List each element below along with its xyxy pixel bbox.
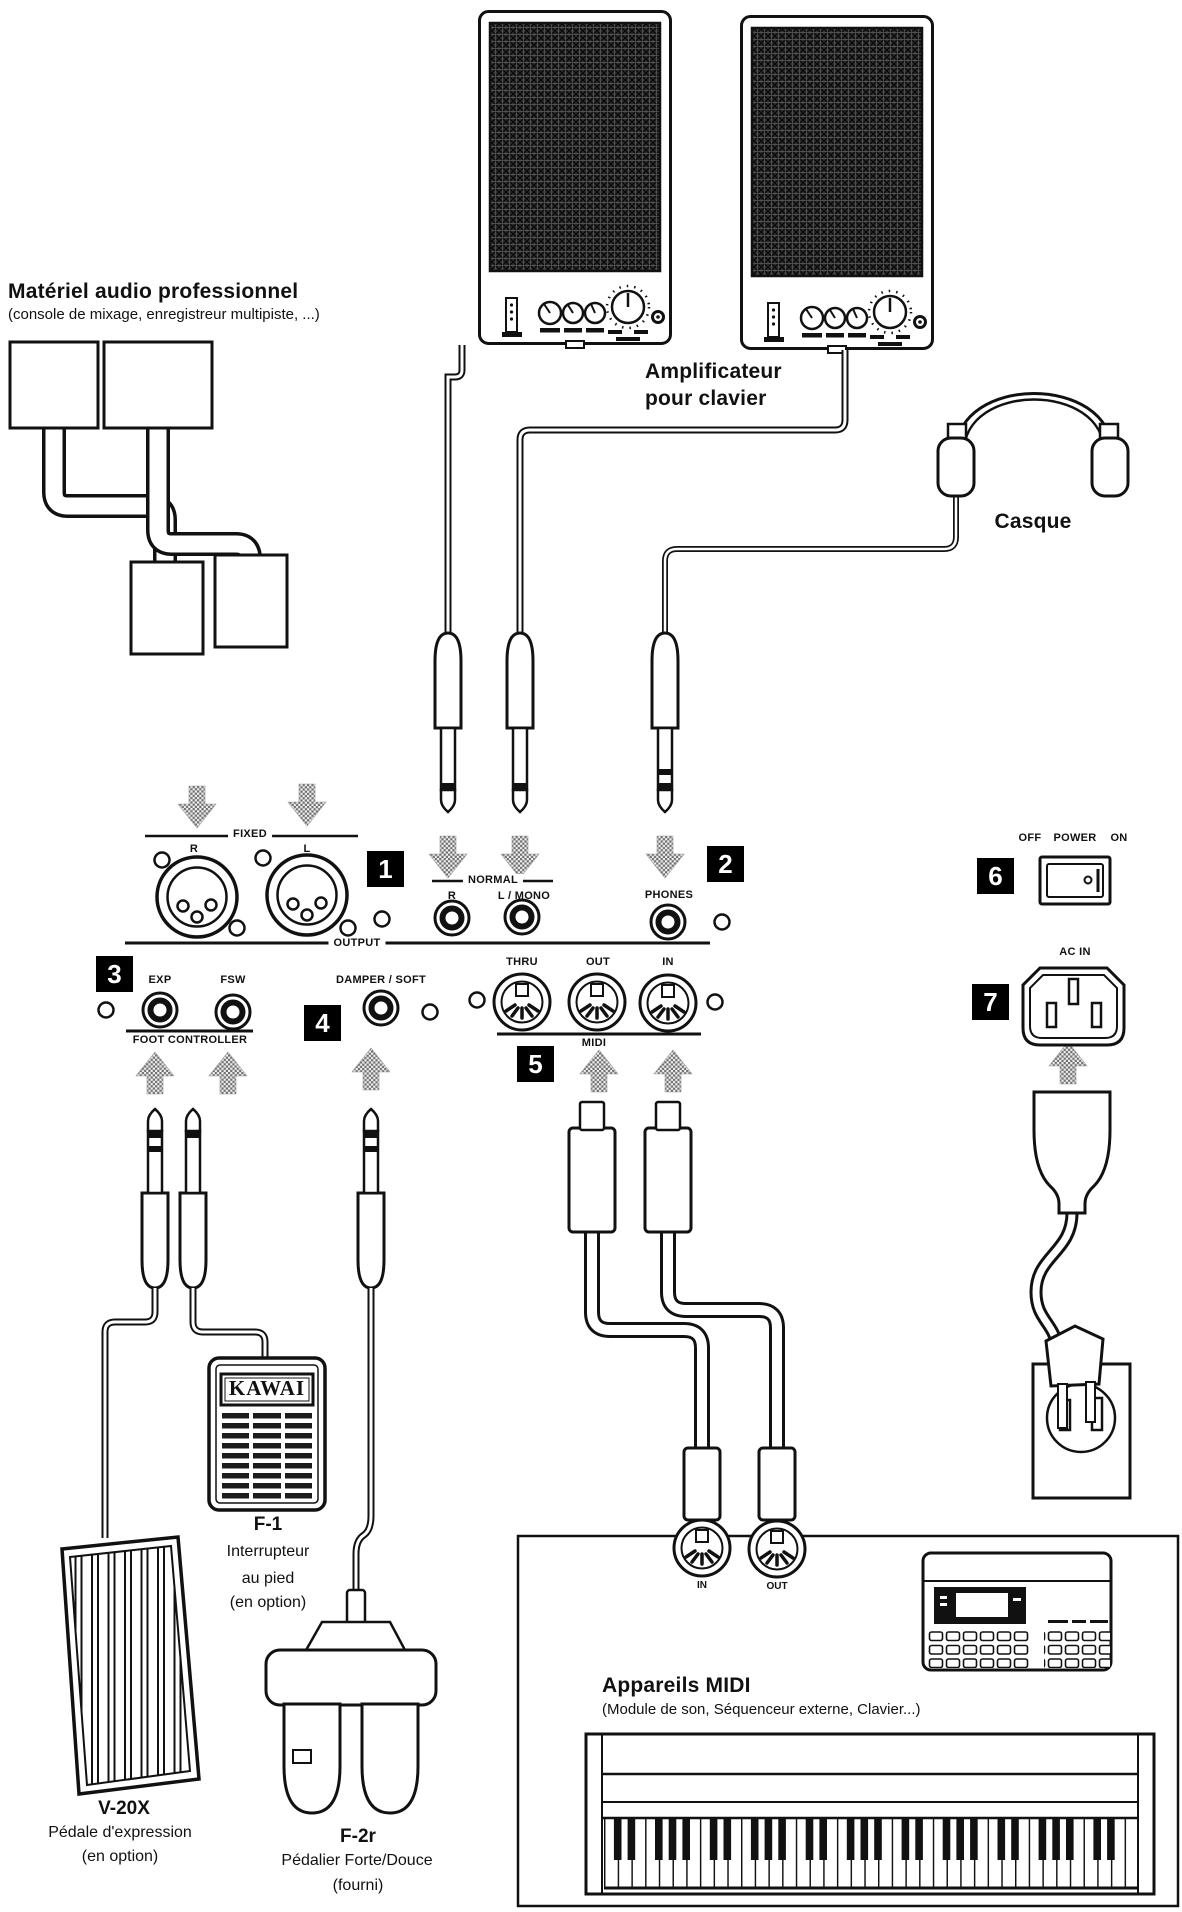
damper-soft-jack [364, 991, 398, 1025]
f2r-desc-label: Pédalier Forte/Douce [281, 1852, 433, 1869]
callout-5: 5 [517, 1046, 554, 1082]
fixed-l-label: L [303, 843, 311, 855]
black-keys [613, 1818, 1115, 1860]
normal-r-label: R [447, 890, 457, 902]
midi-in-socket [638, 973, 698, 1033]
fixed-group-label: FIXED [228, 828, 272, 840]
midi-out-label: OUT [585, 956, 611, 968]
midi-in-label: IN [662, 956, 674, 968]
phones-stereo-plug [652, 633, 678, 812]
foot-controller-label: FOOT CONTROLLER [132, 1034, 248, 1046]
fixed-r-xlr-jack [155, 855, 239, 939]
midi-thru-label: THRU [506, 956, 538, 968]
exp-plug [142, 1109, 168, 1288]
damper-soft-label: DAMPER / SOFT [335, 974, 427, 986]
f1-desc1-label: Interrupteur [226, 1543, 310, 1560]
amplifier-label-line2: pour clavier [645, 387, 767, 410]
speaker-left [478, 10, 672, 350]
output-label: OUTPUT [328, 937, 386, 949]
fsw-label: FSW [220, 974, 246, 986]
amplifier-label-line1: Amplificateur [645, 360, 782, 383]
phones-jack [651, 905, 685, 939]
power-label: POWER [1053, 832, 1097, 844]
kawai-logo: KAWAI [228, 1376, 306, 1400]
midi-devices-title: Appareils MIDI [602, 1674, 751, 1697]
power-cord-drawing [1029, 1090, 1132, 1500]
pro-audio-subtitle: (console de mixage, enregistreur multipi… [8, 306, 320, 323]
connection-arrows [135, 783, 1088, 1095]
midi-cables-drawing [567, 1100, 807, 1579]
fsw-jack [216, 995, 250, 1029]
power-switch-drawing [1038, 855, 1112, 906]
midi-cable-out-label: OUT [766, 1581, 788, 1592]
midi-cable-out-face [747, 1519, 807, 1579]
normal-lmono-plug [505, 631, 535, 814]
f1-note-label: (en option) [229, 1594, 307, 1611]
keyboard-drawing [584, 1732, 1156, 1896]
f2r-note-label: (fourni) [332, 1877, 384, 1894]
v20x-note-label: (en option) [81, 1848, 159, 1865]
v20x-desc-label: Pédale d'expression [48, 1824, 192, 1841]
pro-audio-title: Matériel audio professionnel [8, 280, 299, 303]
midi-module-drawing [921, 1551, 1113, 1672]
power-off-label: OFF [1018, 832, 1042, 844]
normal-r-plug [433, 631, 463, 814]
normal-lmono-label: L / MONO [497, 890, 551, 902]
f1-footswitch-drawing [207, 1356, 327, 1512]
callout-6: 6 [977, 858, 1014, 894]
f2r-pedal-drawing [264, 1588, 438, 1815]
callout-3: 3 [96, 956, 133, 992]
midi-cable-in-face [672, 1518, 732, 1578]
f1-model-label: F-1 [253, 1514, 283, 1535]
ac-inlet-drawing [1021, 966, 1126, 1047]
audio-cables [444, 345, 959, 642]
headphones-label: Casque [994, 510, 1072, 533]
midi-group-label: MIDI [581, 1037, 607, 1049]
damper-plug [358, 1109, 384, 1288]
exp-label: EXP [148, 974, 172, 986]
normal-lmono-jack [505, 900, 539, 934]
f1-desc2-label: au pied [241, 1570, 295, 1587]
pedal-cables [101, 1288, 375, 1594]
midi-devices-box [516, 1534, 1180, 1908]
power-on-label: ON [1110, 832, 1128, 844]
midi-devices-subtitle: (Module de son, Séquenceur externe, Clav… [602, 1701, 921, 1718]
midi-thru-socket [492, 972, 552, 1032]
callout-7: 7 [972, 984, 1009, 1020]
fixed-l-xlr-jack [265, 853, 349, 937]
normal-r-jack [435, 901, 469, 935]
v20x-pedal-drawing [60, 1535, 201, 1796]
headphones-drawing [936, 392, 1130, 498]
normal-group-label: NORMAL [462, 874, 524, 886]
ac-in-label: AC IN [1059, 946, 1091, 958]
fsw-plug [178, 1107, 208, 1290]
callout-4: 4 [304, 1005, 341, 1041]
xlr-cable-assemblies [8, 340, 289, 656]
midi-out-socket [567, 972, 627, 1032]
callout-1: 1 [367, 851, 404, 887]
f2r-model-label: F-2r [340, 1826, 376, 1847]
v20x-model-label: V-20X [98, 1798, 150, 1819]
exp-jack [143, 993, 177, 1027]
fixed-r-label: R [189, 843, 199, 855]
midi-cable-in-label: IN [697, 1580, 707, 1591]
phones-label: PHONES [644, 889, 694, 901]
callout-2: 2 [707, 846, 744, 882]
speaker-right [740, 15, 934, 355]
